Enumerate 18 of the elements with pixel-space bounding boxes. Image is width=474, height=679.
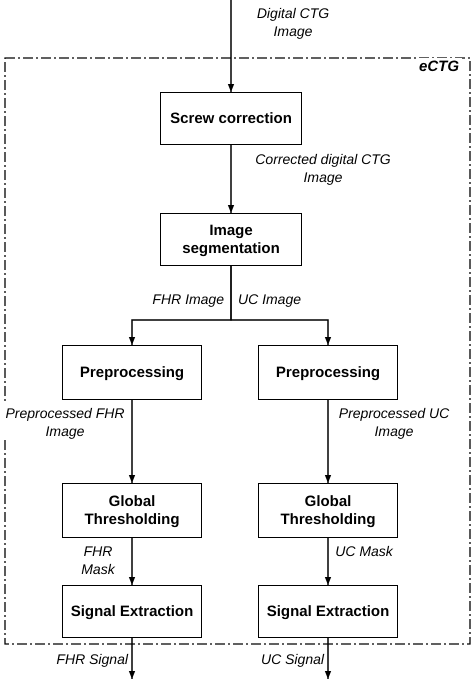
process-box: Screw correction [160, 92, 302, 145]
process-box: Image segmentation [160, 213, 302, 266]
arrow [128, 538, 136, 585]
arrow [128, 638, 136, 679]
process-box: Global Thresholding [258, 483, 398, 538]
process-box: Signal Extraction [62, 585, 202, 638]
arrow [230, 266, 332, 345]
system-boundary [4, 57, 471, 645]
arrow [228, 145, 234, 213]
process-box: Preprocessing [62, 345, 202, 400]
arrow [228, 0, 234, 92]
arrow [324, 400, 332, 483]
process-box: Preprocessing [258, 345, 398, 400]
arrow [128, 400, 136, 483]
process-box: Signal Extraction [258, 585, 398, 638]
arrow [324, 538, 332, 585]
process-box: Global Thresholding [62, 483, 202, 538]
arrow [324, 638, 332, 679]
